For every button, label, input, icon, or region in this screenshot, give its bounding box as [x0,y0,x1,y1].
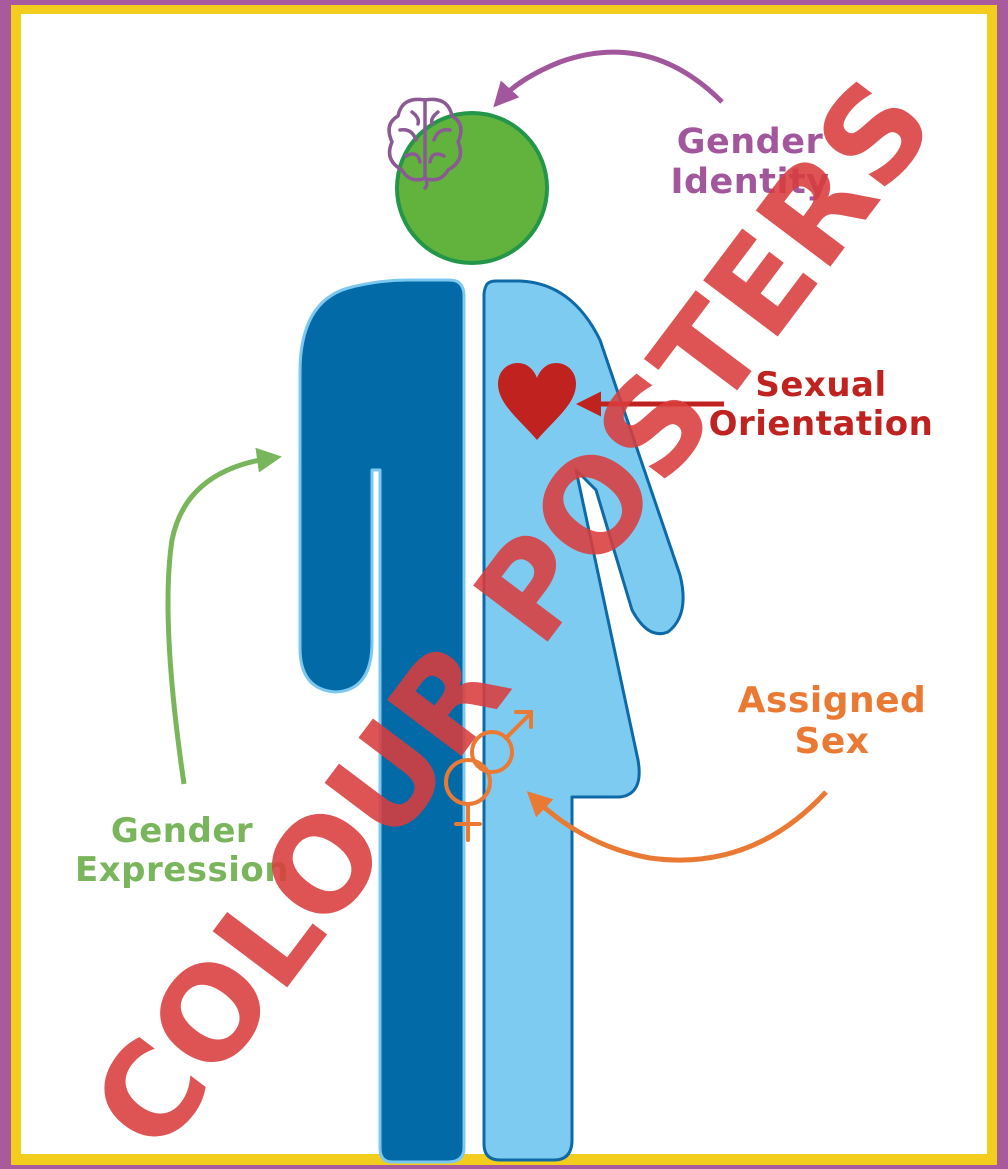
head [397,113,547,263]
sexual-orientation-label: Sexual Orientation [688,366,954,444]
assigned-sex-label: Assigned Sex [720,680,944,763]
gender-expression-label: Gender Expression [52,812,312,890]
gender-identity-label: Gender Identity [640,122,860,203]
